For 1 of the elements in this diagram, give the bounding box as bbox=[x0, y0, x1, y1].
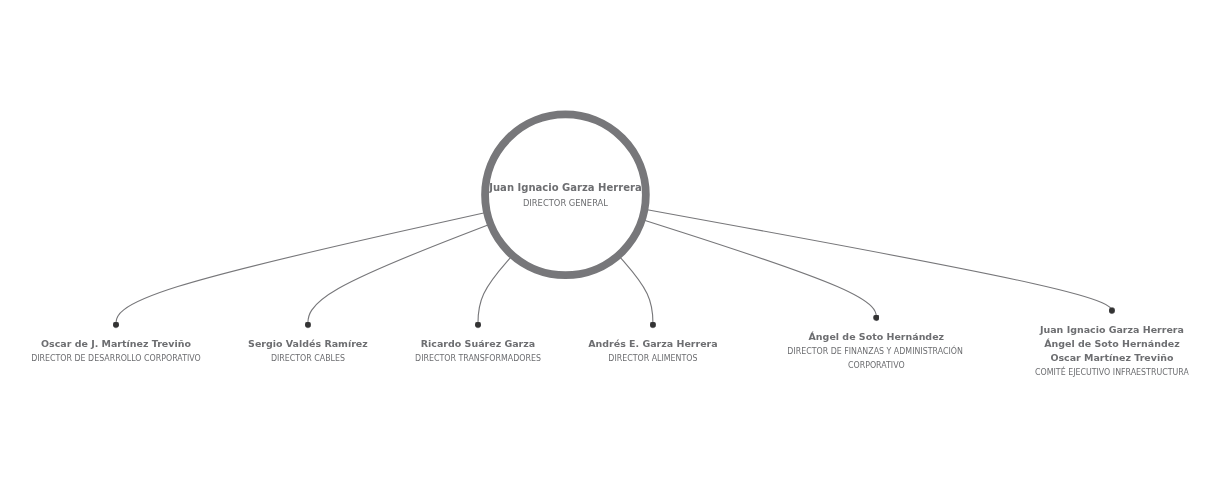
node-circle: Juan Ignacio Garza Herrera DIRECTOR GENERAL bbox=[481, 110, 650, 280]
